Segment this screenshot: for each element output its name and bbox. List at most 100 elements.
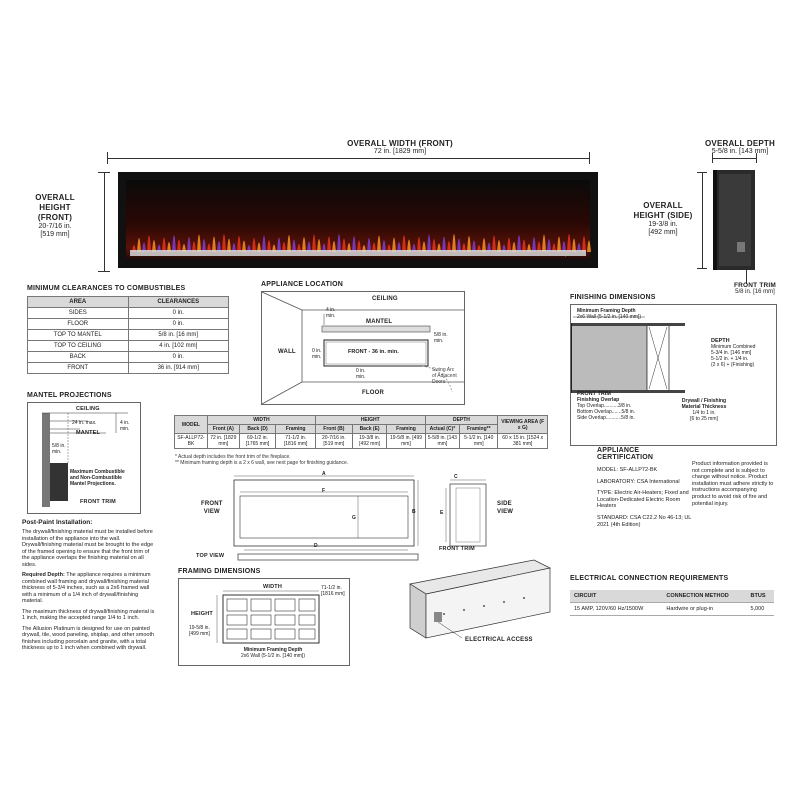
flame — [262, 235, 266, 252]
post-paint-installation-text: Post-Paint Installation: The drywall/fin… — [22, 519, 155, 651]
appliance-location-diagram: CEILING MANTEL 4 in.min. 5/8 in.min. WAL… — [261, 291, 465, 405]
flame — [357, 240, 361, 252]
side-view-drawing: C E — [440, 474, 500, 548]
brand-logo: Simplifire — [558, 252, 575, 257]
flame — [217, 241, 221, 252]
flame — [552, 243, 556, 252]
flame — [212, 236, 216, 252]
flame — [557, 236, 561, 252]
flame — [302, 237, 306, 252]
flame — [192, 241, 196, 252]
flame — [162, 237, 166, 252]
flame — [432, 239, 436, 252]
flame — [197, 234, 201, 252]
flame — [372, 242, 376, 252]
electrical-access-drawing — [404, 554, 554, 652]
appliance-location-title: APPLIANCE LOCATION — [261, 281, 344, 288]
electrical-access-label: ELECTRICAL ACCESS — [465, 637, 533, 643]
flame — [462, 243, 466, 252]
flame — [257, 242, 261, 252]
flame — [512, 242, 516, 252]
flame — [392, 237, 396, 252]
mantel-projections-diagram: CEILING 24 in. max. MANTEL 4 in.min. 5/8… — [27, 402, 141, 514]
flame — [332, 241, 336, 252]
flame — [472, 240, 476, 252]
flame — [427, 234, 431, 252]
fireplace-side-image — [713, 170, 757, 270]
flame — [177, 239, 181, 252]
flame — [142, 242, 146, 252]
flame — [562, 241, 566, 252]
flame — [242, 240, 246, 252]
flame — [522, 239, 526, 252]
flame — [232, 243, 236, 252]
flame — [457, 238, 461, 252]
flame — [317, 239, 321, 252]
flame — [172, 235, 176, 252]
flame — [342, 238, 346, 252]
flame — [572, 238, 576, 252]
flame — [152, 240, 156, 252]
certification-disclaimer: Product information provided is not comp… — [692, 461, 774, 507]
flame — [267, 240, 271, 252]
flame — [582, 236, 586, 252]
flame — [167, 242, 171, 252]
flame — [517, 235, 521, 252]
flame — [382, 240, 386, 252]
flame — [322, 243, 326, 252]
width-dimension-line — [107, 158, 590, 159]
electrical-title: ELECTRICAL CONNECTION REQUIREMENTS — [570, 575, 729, 582]
flame — [337, 234, 341, 252]
flame — [447, 241, 451, 252]
fireplace-front-image: Simplifire — [118, 172, 598, 268]
flame — [222, 234, 226, 252]
flame — [492, 235, 496, 252]
flame — [277, 237, 281, 252]
flame — [187, 237, 191, 252]
flame — [542, 234, 546, 252]
front-trim-side-label: FRONT TRIM 5/8 in. [16 mm] — [733, 282, 777, 295]
framing-title: FRAMING DIMENSIONS — [178, 568, 261, 575]
flame — [577, 243, 581, 252]
flame — [437, 243, 441, 252]
flame — [537, 241, 541, 252]
flame — [547, 239, 551, 252]
front-view-drawing: A F G B — [230, 471, 420, 552]
flame — [202, 239, 206, 252]
flame — [507, 237, 511, 252]
flame — [307, 241, 311, 252]
flame — [327, 236, 331, 252]
flame — [402, 235, 406, 252]
flame — [442, 236, 446, 252]
flame — [352, 236, 356, 252]
flame — [207, 243, 211, 252]
flame — [467, 236, 471, 252]
overall-depth-label: OVERALL DEPTH 5-5/8 in. [143 mm] — [704, 139, 775, 155]
flame — [227, 238, 231, 252]
flame — [312, 234, 316, 252]
flame — [367, 238, 371, 252]
flame — [237, 236, 241, 252]
flame — [292, 239, 296, 252]
flame — [482, 238, 486, 252]
flame — [487, 242, 491, 252]
flame — [452, 234, 456, 252]
finishing-title: FINISHING DIMENSIONS — [570, 294, 656, 301]
flame — [532, 237, 536, 252]
flame — [587, 240, 591, 252]
flame — [287, 235, 291, 252]
height-dimension-line — [104, 172, 105, 272]
spec-notes: * Actual depth includes the front trim o… — [175, 454, 349, 466]
certification-box: APPLIANCE CERTIFICATION MODEL: SF-ALLP72… — [597, 447, 695, 551]
